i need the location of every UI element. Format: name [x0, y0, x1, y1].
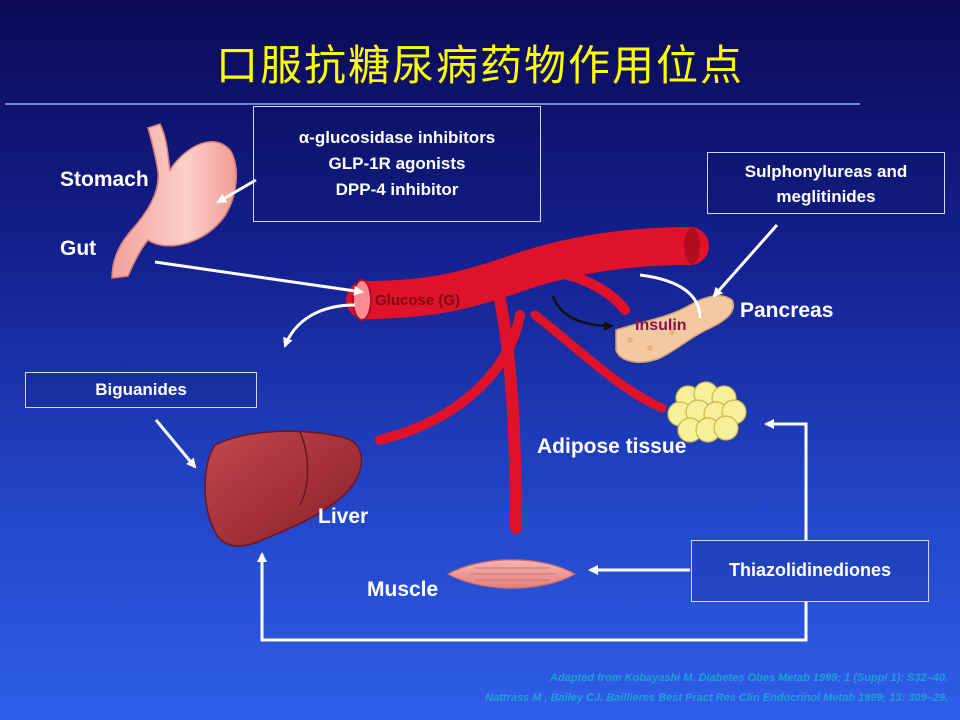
alpha-glucosidase-label: α-glucosidase inhibitors — [298, 128, 496, 147]
citation-line-1: Adapted from Kobayashi M. Diabetes Obes … — [550, 672, 948, 684]
pancreas-icon — [615, 294, 735, 363]
stomach-label: Stomach — [60, 168, 149, 191]
sulphonylureas-label: Sulphonylureas and — [744, 162, 908, 181]
insulin-label: Insulin — [635, 317, 687, 334]
citation-line-2: Nattrass M , Bailey CJ. Baillieres Best … — [485, 692, 948, 704]
alpha-glucosidase-box: α-glucosidase inhibitors GLP-1R agonists… — [253, 106, 541, 222]
glucose-label: Glucose (G) — [375, 292, 461, 309]
thiazolidinediones-label: Thiazolidinediones — [728, 560, 891, 580]
liver-label: Liver — [318, 505, 369, 528]
gut-label: Gut — [60, 237, 97, 260]
biguanides-box: Biguanides — [25, 372, 257, 408]
insulin-arrow — [551, 295, 614, 331]
liver-icon — [204, 430, 363, 547]
glp1r-agonists-label: GLP-1R agonists — [328, 154, 466, 173]
thiazolidinediones-box: Thiazolidinediones — [691, 540, 929, 602]
stomach-icon — [111, 123, 238, 279]
adipose-icon — [667, 381, 747, 443]
muscle-label: Muscle — [367, 578, 439, 601]
pancreas-label: Pancreas — [740, 299, 834, 322]
blood-vessel-icon — [346, 227, 709, 534]
page-title: 口服抗糖尿病药物作用位点 — [215, 41, 744, 90]
biguanides-label: Biguanides — [95, 380, 187, 399]
adipose-tissue-label: Adipose tissue — [537, 435, 687, 458]
dpp4-inhibitor-label: DPP-4 inhibitor — [335, 180, 459, 199]
meglitinides-label: meglitinides — [776, 187, 876, 206]
arrow-connectors — [154, 178, 808, 642]
sulphonylureas-box: Sulphonylureas and meglitinides — [707, 152, 945, 214]
muscle-icon — [446, 559, 577, 589]
title-divider — [5, 103, 860, 105]
